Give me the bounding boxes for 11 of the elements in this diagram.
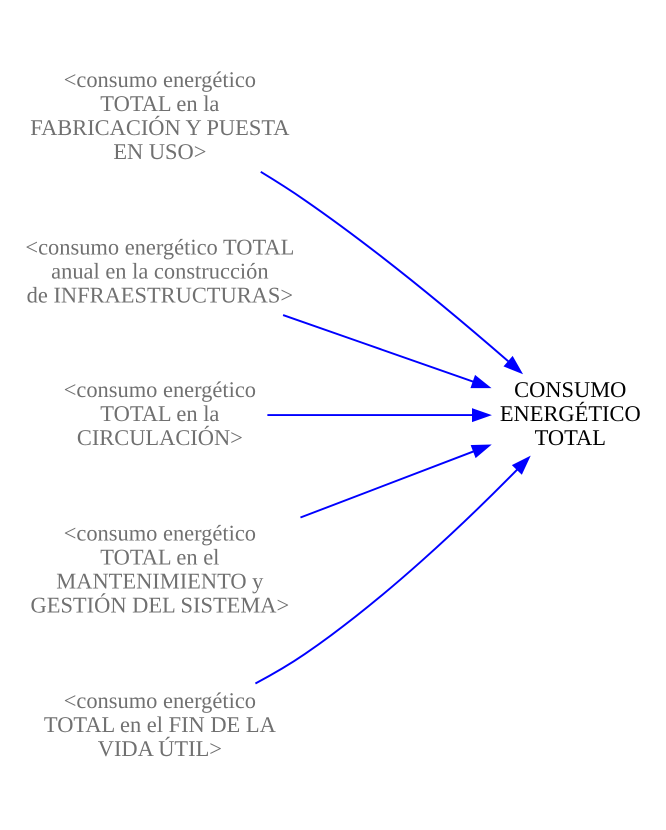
node-text: <consumo energético TOTAL en el FIN DE LA VIDA ÚTIL> xyxy=(44,687,276,761)
arrow xyxy=(267,408,492,422)
arrow xyxy=(300,444,492,518)
node-text: <consumo energético TOTAL en la CIRCULACIÓN> xyxy=(64,376,256,450)
arrow xyxy=(282,314,492,388)
arrow xyxy=(260,170,524,374)
node-text: <consumo energético TOTAL en la FABRICACIÓN Y PUESTA EN USO> xyxy=(30,66,290,164)
node-text: CONSUMO ENERGÉTICO TOTAL xyxy=(500,376,641,450)
node-text: <consumo energético TOTAL en el MANTENIMIENTO y GESTIÓN DEL SISTEMA> xyxy=(30,520,290,618)
arrow xyxy=(254,455,531,684)
node-text: <consumo energético TOTAL anual en la construcción de INFRAESTRUCTURAS> xyxy=(25,234,294,307)
